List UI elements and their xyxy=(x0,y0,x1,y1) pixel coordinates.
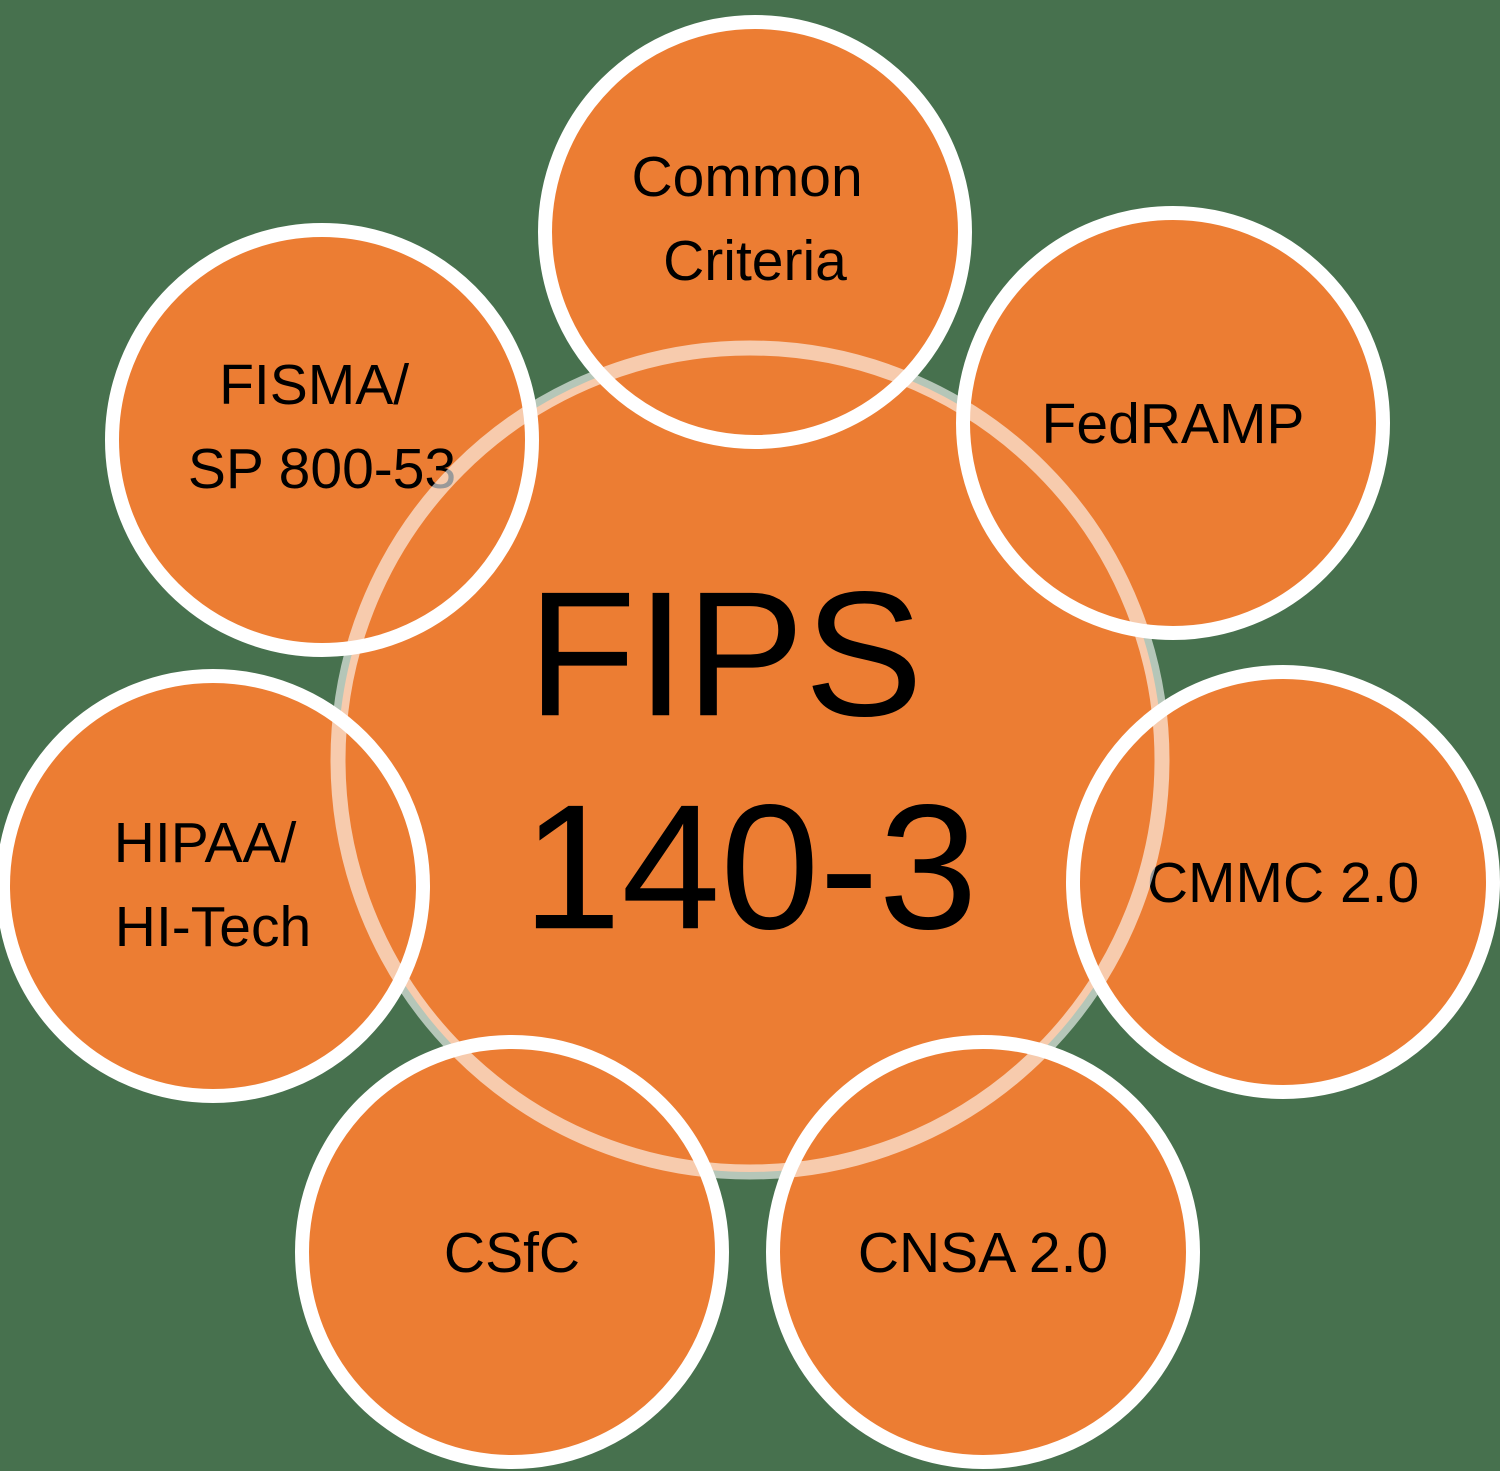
satellite-common-criteria: Common Criteria xyxy=(538,15,972,449)
satellite-label-cnsa-2-0: CNSA 2.0 xyxy=(858,1221,1108,1285)
center-circle-ring xyxy=(330,340,1170,1180)
satellite-label-cmmc-2-0: CMMC 2.0 xyxy=(1147,851,1419,915)
satellite-circle-cmmc-2-0 xyxy=(1066,665,1500,1099)
satellite-label-hipaa-hi-tech: HIPAA/ HI-Tech xyxy=(114,811,313,959)
satellite-label-csfc: CSfC xyxy=(444,1221,580,1285)
satellite-circle-hipaa-hi-tech xyxy=(0,669,430,1103)
satellite-circle-fisma-sp-800-53 xyxy=(105,223,539,657)
satellite-fedramp: FedRAMP xyxy=(956,206,1390,640)
satellite-circle-fedramp xyxy=(956,206,1390,640)
satellite-circle-common-criteria xyxy=(538,15,972,449)
center-label-fips-140-3: FIPS 140-3 xyxy=(522,554,977,966)
satellite-fisma-sp-800-53: FISMA/ SP 800-53 xyxy=(105,223,539,657)
center-circle-fips-140-3 xyxy=(338,348,1162,1172)
satellite-label-fisma-sp-800-53: FISMA/ SP 800-53 xyxy=(188,353,456,501)
satellite-hipaa-hi-tech: HIPAA/ HI-Tech xyxy=(0,669,430,1103)
satellite-label-common-criteria: Common Criteria xyxy=(631,145,878,293)
satellite-cmmc-2-0: CMMC 2.0 xyxy=(1066,665,1500,1099)
satellite-label-fedramp: FedRAMP xyxy=(1042,392,1305,456)
